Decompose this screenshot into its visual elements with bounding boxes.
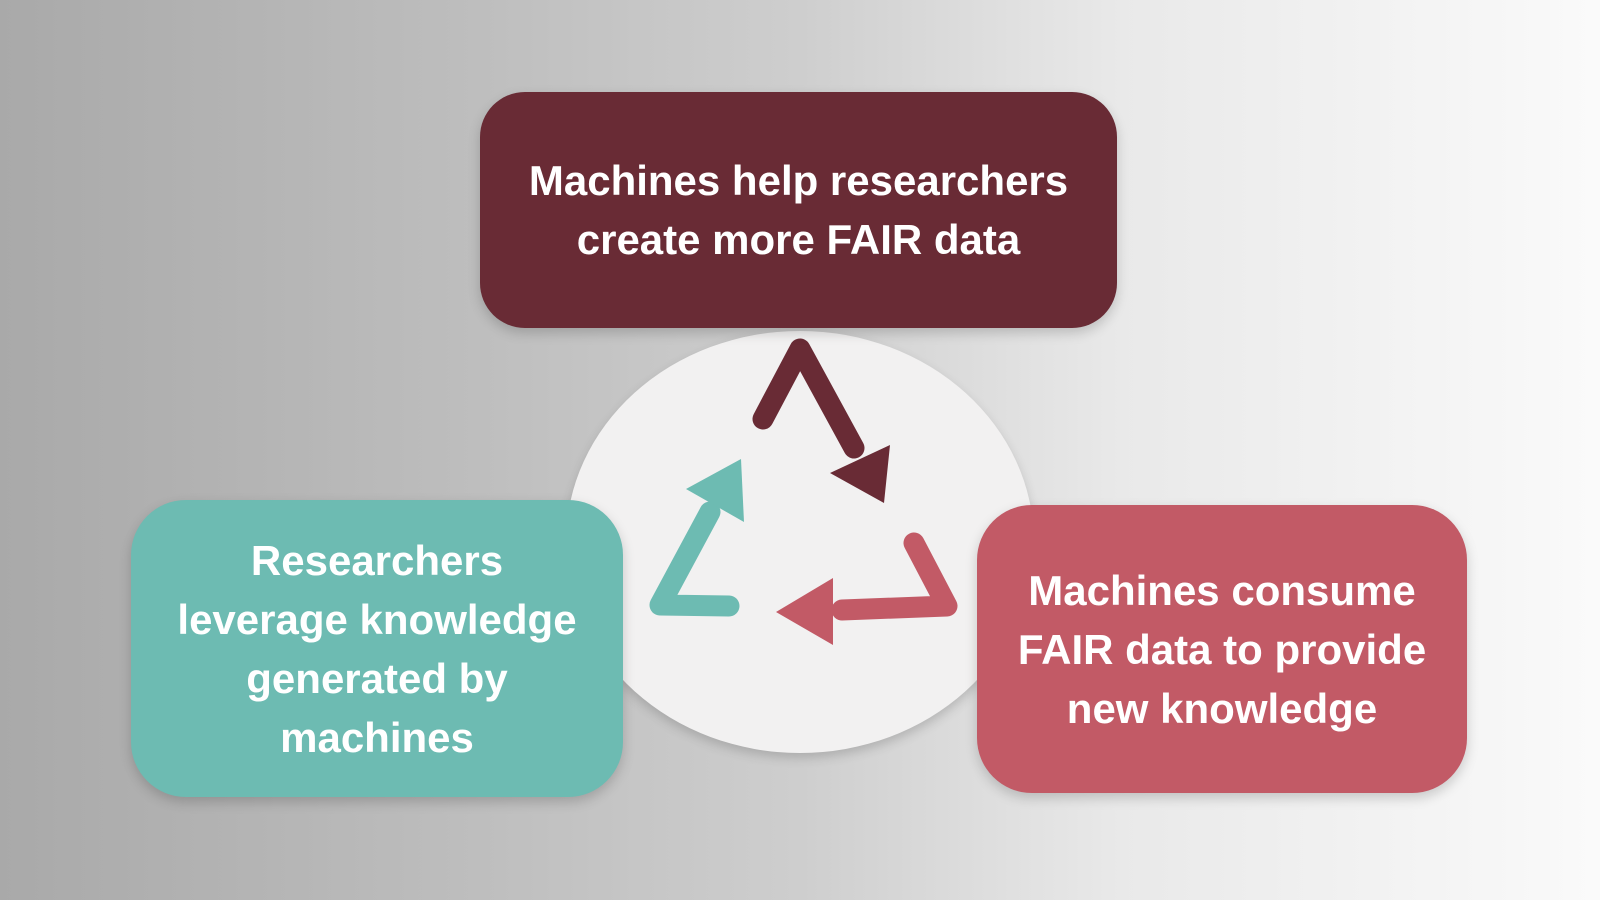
box-left-line-1: Researchers — [250, 536, 504, 584]
box-right-line-3: new knowledge — [1066, 684, 1378, 732]
box-left-line-2: leverage knowledge — [177, 595, 577, 643]
box-researchers-leverage-knowledge: Researchers leverage knowledge generated… — [131, 500, 623, 797]
box-right-line-2: FAIR data to provide — [1017, 625, 1427, 673]
box-machines-help-researchers: Machines help researchers create more FA… — [480, 92, 1117, 328]
box-machines-consume-fair-data: Machines consume FAIR data to provide ne… — [977, 505, 1467, 793]
box-top-line-2: create more FAIR data — [576, 216, 1021, 263]
box-top-line-1: Machines help researchers — [528, 157, 1069, 204]
box-left-line-4: machines — [280, 713, 474, 761]
box-right-line-1: Machines consume — [1028, 566, 1416, 614]
cycle-circle — [566, 331, 1034, 753]
box-left-line-3: generated by — [246, 654, 508, 702]
